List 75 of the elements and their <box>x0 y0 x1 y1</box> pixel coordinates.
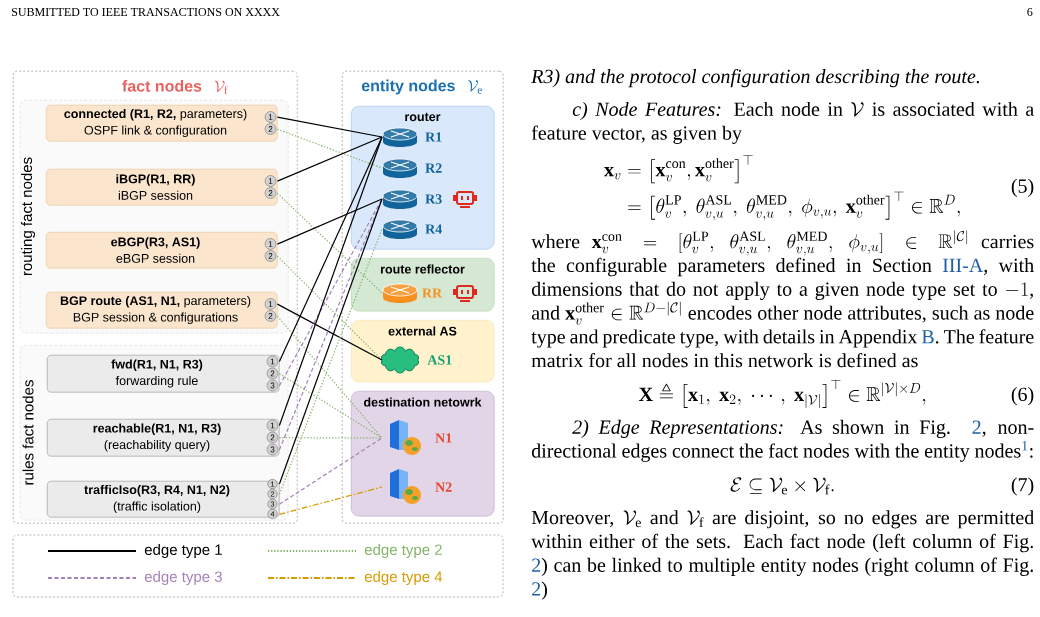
equation-number: (7) <box>1011 477 1034 496</box>
node-label: R4 <box>425 224 442 234</box>
port-number: 1 <box>264 111 277 123</box>
fact-box: BGP route (AS1, N1, parameters) BGP session & configurations 1 2 <box>46 292 278 329</box>
router: R4 <box>382 219 442 239</box>
fact-box: reachable(R1, N1, R3) (reachability query) 1 2 3 <box>47 419 280 457</box>
legend-label: edge type 3 <box>144 571 222 585</box>
edge-line <box>278 198 383 387</box>
fact-box: iBGP(R1, RR) iBGP session 1 2 <box>46 169 278 206</box>
node-label: R2 <box>425 163 442 173</box>
paragraph: R3) and the protocol configuration describing the route. <box>531 68 979 88</box>
port-number: 1 <box>264 238 277 250</box>
equation-number: (5) <box>1011 178 1034 197</box>
router: RR <box>382 283 443 303</box>
node-label: R1 <box>425 132 442 142</box>
edge-line <box>276 192 383 294</box>
server: N1 <box>390 420 452 455</box>
edge-line <box>276 128 383 169</box>
paragraph: c) Node Features: Each node in $\mathcal{V}$ is associated with a feature vector, as given by <box>531 101 1034 144</box>
router: R2 <box>382 158 442 178</box>
port-number: 1 <box>264 298 277 310</box>
edge-line <box>278 437 383 505</box>
port-number: 2 <box>264 250 277 262</box>
node-label: N2 <box>435 482 452 492</box>
fact-box: fwd(R1, N1, R3) forwarding rule 1 2 3 <box>47 355 280 393</box>
router: R3 <box>382 189 442 209</box>
edge-line <box>276 303 383 361</box>
edge-line <box>276 116 383 138</box>
link: III-A <box>942 258 984 272</box>
paragraph: Moreover, $\mathcal{V}_{\mathrm{e}}$ and $\mathcal{V}_{\mathrm{f}}$ are disjoint, so no edges are permitted within either of the sets. Each fact node (left column of Fig. 2) can be linked to multiple entity nodes (right column of Fig. 2) <box>531 510 1034 600</box>
link: B <box>921 330 934 344</box>
port-number: 2 <box>264 187 277 199</box>
fact-box: eBGP(R3, AS1) eBGP session 1 2 <box>46 232 278 269</box>
label: feature vector, as given by <box>531 125 742 144</box>
edge-line <box>276 198 383 245</box>
edge-line <box>276 136 383 182</box>
footnote-mark: 1 <box>1022 441 1028 451</box>
router: R1 <box>382 127 442 147</box>
label: c) Node Features: Each node in <box>572 101 843 121</box>
node-label: AS1 <box>427 355 452 365</box>
equation: $\begin{aligned}\mathbf{x}_v &= \big[\mathbf{x}_v^{\mathrm{con}}, \mathbf{x}_v^{\mathrm{other}}\big]^\top \\ &= \big[\theta_v^{\mathrm{LP}},\ \theta_{v,u}^{\mathrm{ASL}},\ \theta_{v,u}^{\mathrm{MED}},\ \phi_{v,u},\ \mathbf{x}_v^{\mathrm{other}}\big]^\top \in \mathbb{R}^D,\end{aligned}$ <box>604 155 960 221</box>
edge-line <box>278 136 383 427</box>
port-number: 3 <box>266 379 279 392</box>
edge-line <box>278 486 383 515</box>
cloud: AS1 <box>381 346 452 374</box>
port-number: 1 <box>266 355 279 368</box>
equation-number: (6) <box>1011 387 1034 406</box>
port-number: 2 <box>266 367 279 380</box>
port-number: 3 <box>266 443 279 456</box>
port-number: 1 <box>266 419 279 432</box>
legend-label: edge type 2 <box>364 544 442 558</box>
legend-label: edge type 1 <box>144 544 222 558</box>
port-number: 2 <box>264 310 277 322</box>
equation: $\mathcal{E} \subseteq \mathcal{V}_{\mathrm{e}} \times \mathcal{V}_{\mathrm{f}}.$ <box>730 477 834 495</box>
node-label: RR <box>422 288 443 298</box>
port-number: 2 <box>264 123 277 135</box>
fact-box: connected (R1, R2, parameters) OSPF link & configuration 1 2 <box>46 105 278 142</box>
link: 2 <box>532 558 541 572</box>
paragraph: where $\mathbf{x}_v^{\mathrm{con}} = [\theta_v^{\mathrm{LP}},\ \theta_{v,u}^{\mathrm{ASL}},\ \theta_{v,u}^{\mathrm{MED}},\ \phi_{v,u}] \in \mathbb{R}^{|\mathcal{C}|}$ carries the configurable parameters defined in Section III-A, with dimensions that do not apply to a given node type set to $-1$, and $\mathbf{x}_v^{\mathrm{other}} \in \mathbb{R}^{D-|\mathcal{C}|}$ encodes other node attributes, such as node type and predicate type, with details in Appendix B. The feature matrix for all nodes in this network is defined as <box>531 230 1034 368</box>
equation: $\mathbf{X} \triangleq \big[\mathbf{x}_1,\ \mathbf{x}_2,\ \cdots,\ \mathbf{x}_{|\mathcal{V}|}\big]^\top \in \mathbb{R}^{|\mathcal{V}|\times D},$ <box>639 379 926 408</box>
port-number: 2 <box>266 431 279 444</box>
page-number: 6 <box>1027 7 1033 16</box>
label: is associated with a <box>872 101 1034 116</box>
link: 2 <box>532 582 541 596</box>
legend-label: edge type 4 <box>364 571 443 585</box>
label: $\mathcal{V}$ <box>851 102 864 117</box>
running-header: SUBMITTED TO IEEE TRANSACTIONS ON XXXX <box>12 7 280 16</box>
edge-line <box>276 315 383 439</box>
node-label: N1 <box>435 433 452 443</box>
node-label: R3 <box>425 194 442 204</box>
edge-line <box>278 373 383 439</box>
server: N2 <box>390 469 452 504</box>
port-number: 1 <box>264 175 277 187</box>
link: 2 <box>972 420 981 434</box>
edge-line <box>278 437 383 439</box>
